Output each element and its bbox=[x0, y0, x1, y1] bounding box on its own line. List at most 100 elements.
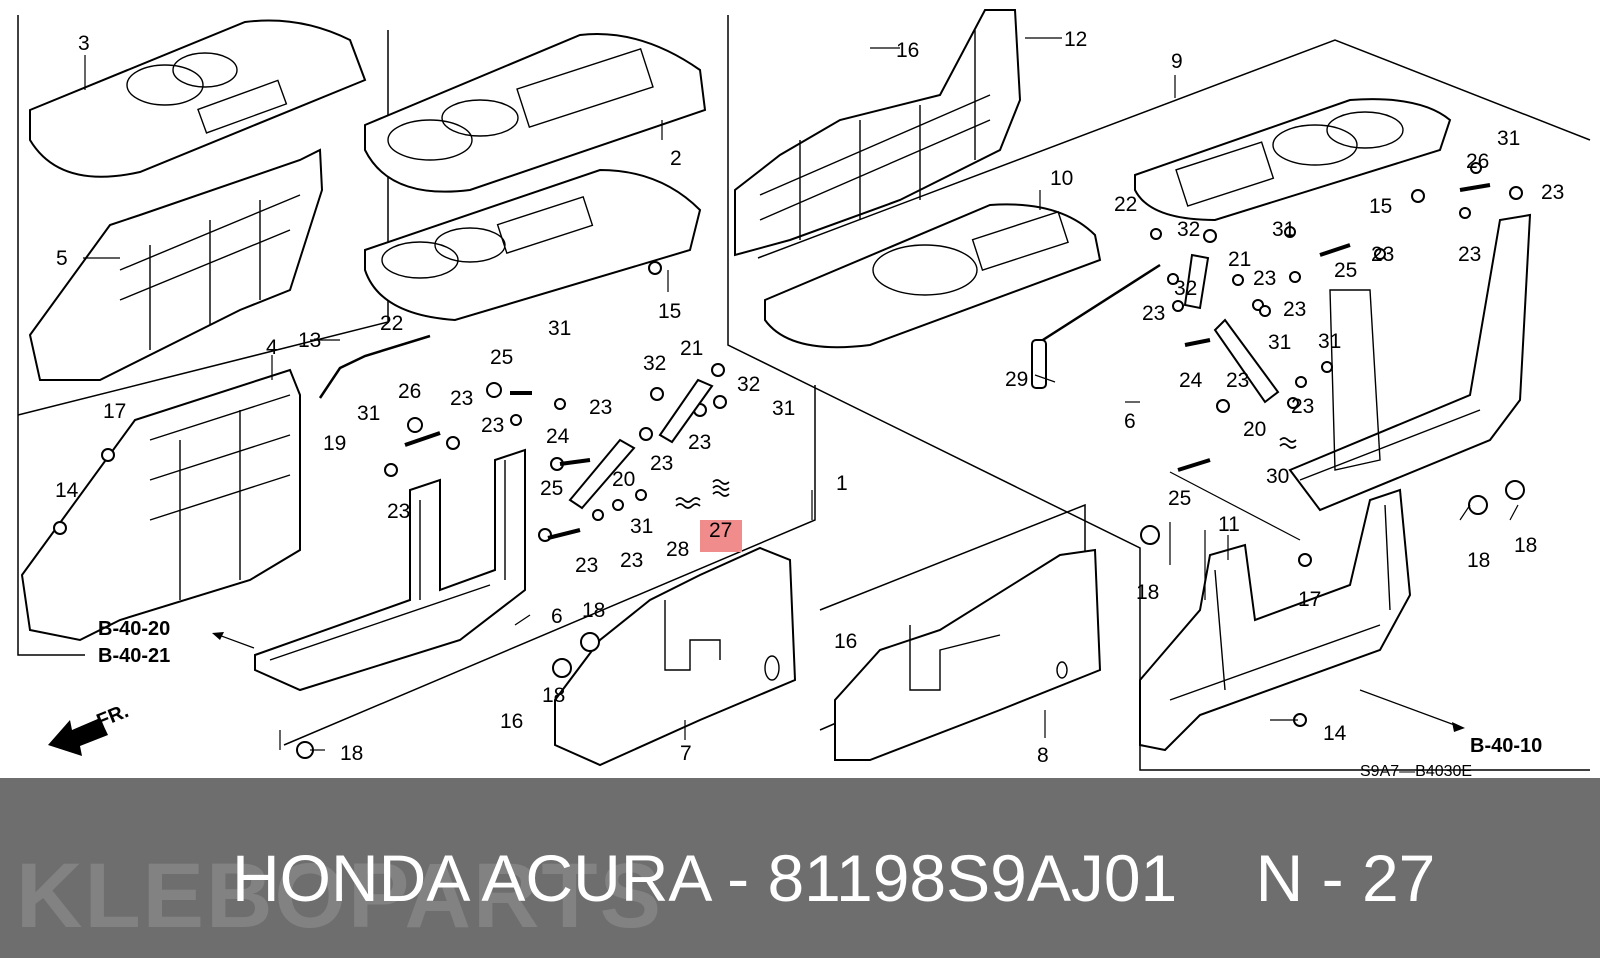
callout-1[interactable]: 1 bbox=[836, 472, 848, 495]
callout-22b[interactable]: 22 bbox=[1114, 193, 1137, 216]
callout-3[interactable]: 3 bbox=[78, 32, 90, 55]
callout-23d[interactable]: 23 bbox=[688, 431, 711, 454]
callout-5[interactable]: 5 bbox=[56, 247, 68, 270]
callout-31d[interactable]: 31 bbox=[630, 515, 653, 538]
callout-18c[interactable]: 18 bbox=[340, 742, 363, 765]
callout-7[interactable]: 7 bbox=[680, 742, 692, 765]
callout-23e[interactable]: 23 bbox=[650, 452, 673, 475]
callout-18b[interactable]: 18 bbox=[542, 684, 565, 707]
callout-2[interactable]: 2 bbox=[670, 147, 682, 170]
callout-27[interactable]: 27 bbox=[709, 519, 732, 542]
callout-23c[interactable]: 23 bbox=[589, 396, 612, 419]
callout-20a[interactable]: 20 bbox=[612, 468, 635, 491]
callout-32d[interactable]: 32 bbox=[1174, 277, 1197, 300]
part-11-frame bbox=[1139, 488, 1412, 752]
reference-b-40-21[interactable]: B-40-21 bbox=[98, 645, 170, 667]
callout-14b[interactable]: 14 bbox=[1323, 722, 1347, 745]
callout-18a[interactable]: 18 bbox=[582, 599, 605, 622]
callout-21a[interactable]: 21 bbox=[680, 337, 703, 360]
callout-23i[interactable]: 23 bbox=[1253, 267, 1276, 290]
callout-31e[interactable]: 31 bbox=[1272, 218, 1295, 241]
callout-23p[interactable]: 23 bbox=[1291, 395, 1314, 418]
footer-banner: KLEBOPARTS HONDA ACURA - 81198S9AJ01 N -… bbox=[0, 778, 1600, 958]
part-10-tray bbox=[764, 203, 1102, 349]
callout-28[interactable]: 28 bbox=[666, 538, 689, 561]
callout-32b[interactable]: 32 bbox=[737, 373, 760, 396]
callout-16a[interactable]: 16 bbox=[500, 710, 523, 733]
part-center-bracket bbox=[254, 448, 526, 692]
callout-21b[interactable]: 21 bbox=[1228, 248, 1251, 271]
callout-31a[interactable]: 31 bbox=[548, 317, 571, 340]
callouts: 3 2 5 4 15 13 22 31 25 32 21 17 26 23 31… bbox=[55, 28, 1564, 767]
callout-17b[interactable]: 17 bbox=[1298, 588, 1321, 611]
callout-25d[interactable]: 25 bbox=[1168, 487, 1191, 510]
callout-10[interactable]: 10 bbox=[1050, 167, 1073, 190]
callout-24a[interactable]: 24 bbox=[546, 425, 570, 448]
callout-23n[interactable]: 23 bbox=[1458, 243, 1481, 266]
reference-b-40-10[interactable]: B-40-10 bbox=[1470, 735, 1542, 757]
callout-32a[interactable]: 32 bbox=[643, 352, 666, 375]
callout-24b[interactable]: 24 bbox=[1179, 369, 1203, 392]
callout-11[interactable]: 11 bbox=[1218, 513, 1240, 536]
part-number: 81198S9AJ01 bbox=[767, 841, 1178, 915]
callout-23k[interactable]: 23 bbox=[1142, 302, 1165, 325]
callout-30[interactable]: 30 bbox=[1266, 465, 1289, 488]
part-2-tray bbox=[364, 33, 707, 193]
callout-31h[interactable]: 31 bbox=[1497, 127, 1520, 150]
part-3-tray-cover bbox=[29, 19, 367, 178]
callout-23b[interactable]: 23 bbox=[481, 414, 504, 437]
part-tray-lower bbox=[364, 168, 702, 322]
front-arrow-icon: FR. bbox=[48, 700, 132, 756]
bolts bbox=[404, 183, 1491, 540]
callout-18d[interactable]: 18 bbox=[1136, 581, 1159, 604]
callout-6a[interactable]: 6 bbox=[551, 605, 563, 628]
callout-16c[interactable]: 16 bbox=[834, 630, 857, 653]
callout-29[interactable]: 29 bbox=[1005, 368, 1028, 391]
callout-17a[interactable]: 17 bbox=[103, 400, 126, 423]
callout-8[interactable]: 8 bbox=[1037, 744, 1049, 767]
frame-right-top bbox=[757, 39, 1591, 259]
reference-b-40-20[interactable]: B-40-20 bbox=[98, 618, 170, 640]
callout-15a[interactable]: 15 bbox=[658, 300, 681, 323]
callout-26a[interactable]: 26 bbox=[398, 380, 421, 403]
callout-23l[interactable]: 23 bbox=[1371, 243, 1394, 266]
callout-31b[interactable]: 31 bbox=[357, 402, 380, 425]
part-4-frame bbox=[20, 368, 301, 642]
part-5-frame bbox=[28, 148, 324, 381]
callout-23m[interactable]: 23 bbox=[1541, 181, 1564, 204]
callout-22a[interactable]: 22 bbox=[380, 312, 403, 335]
callout-13[interactable]: 13 bbox=[298, 329, 321, 352]
springs bbox=[675, 437, 1297, 509]
callout-14a[interactable]: 14 bbox=[55, 479, 79, 502]
callout-32c[interactable]: 32 bbox=[1177, 218, 1200, 241]
callout-23f[interactable]: 23 bbox=[387, 500, 410, 523]
callout-25a[interactable]: 25 bbox=[490, 346, 513, 369]
callout-19[interactable]: 19 bbox=[323, 432, 346, 455]
callout-23g[interactable]: 23 bbox=[575, 554, 598, 577]
callout-15b[interactable]: 15 bbox=[1369, 195, 1392, 218]
callout-23a[interactable]: 23 bbox=[450, 387, 473, 410]
part-12-frame bbox=[734, 9, 1022, 257]
callout-31g[interactable]: 31 bbox=[1318, 330, 1341, 353]
callout-20b[interactable]: 20 bbox=[1243, 418, 1266, 441]
callout-9[interactable]: 9 bbox=[1171, 50, 1183, 73]
callout-4[interactable]: 4 bbox=[266, 336, 278, 359]
callout-26b[interactable]: 26 bbox=[1466, 150, 1489, 173]
position-number: 27 bbox=[1361, 841, 1436, 915]
part-9-tray bbox=[1134, 98, 1452, 222]
callout-25c[interactable]: 25 bbox=[1334, 259, 1357, 282]
callout-31f[interactable]: 31 bbox=[1268, 331, 1291, 354]
callout-12[interactable]: 12 bbox=[1064, 28, 1087, 51]
callout-23o[interactable]: 23 bbox=[1226, 369, 1249, 392]
callout-6b[interactable]: 6 bbox=[1124, 410, 1136, 433]
leader-lines bbox=[83, 37, 1519, 751]
callout-31c[interactable]: 31 bbox=[772, 397, 795, 420]
callout-18e[interactable]: 18 bbox=[1467, 549, 1490, 572]
callout-23j[interactable]: 23 bbox=[1283, 298, 1306, 321]
frame-center-bottom bbox=[283, 385, 816, 746]
callout-23h[interactable]: 23 bbox=[620, 549, 643, 572]
part-7-panel bbox=[554, 546, 797, 767]
callout-16b[interactable]: 16 bbox=[896, 39, 919, 62]
callout-25b[interactable]: 25 bbox=[540, 477, 563, 500]
callout-18f[interactable]: 18 bbox=[1514, 534, 1537, 557]
